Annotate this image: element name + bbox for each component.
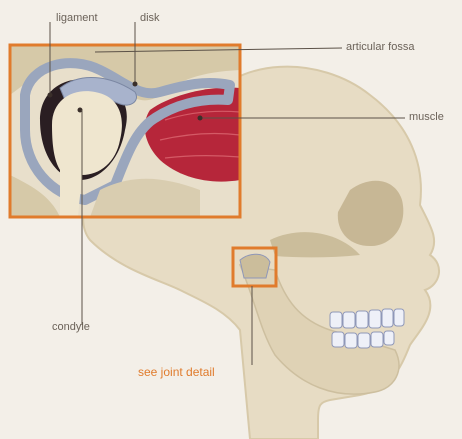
label-articular-fossa: articular fossa bbox=[346, 41, 414, 53]
label-disk: disk bbox=[140, 12, 160, 24]
label-condyle: condyle bbox=[52, 321, 90, 333]
inset-detail bbox=[10, 45, 240, 217]
label-muscle: muscle bbox=[409, 111, 444, 123]
label-joint-detail: see joint detail bbox=[138, 365, 215, 379]
label-ligament: ligament bbox=[56, 12, 98, 24]
